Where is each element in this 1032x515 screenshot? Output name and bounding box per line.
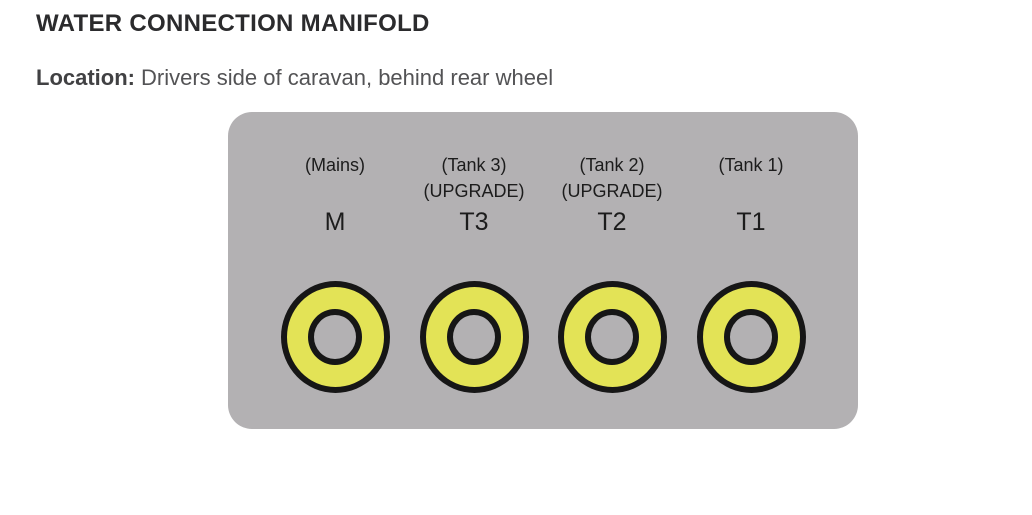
- port-upgrade-label: (UPGRADE): [423, 181, 525, 201]
- port-name-label: (Mains): [304, 155, 365, 175]
- port-tank2: [532, 281, 692, 393]
- port-tank1: [671, 281, 831, 393]
- page-title: WATER CONNECTION MANIFOLD: [36, 10, 430, 37]
- location-line: Location:Drivers side of caravan, behind…: [36, 64, 553, 92]
- manifold-panel: (Mains) M (Tank 3) (UPGRADE) T3 (Tank 2)…: [228, 112, 858, 429]
- port-hole: [585, 309, 639, 365]
- port-code-label: T2: [597, 208, 627, 236]
- port-name-label: (Tank 2): [579, 155, 645, 175]
- location-label: Location:: [36, 65, 135, 90]
- port-hole: [724, 309, 778, 365]
- port-column-mains: (Mains) M: [255, 112, 415, 393]
- port-column-tank1: (Tank 1) T1: [671, 112, 831, 393]
- port-ring: [280, 281, 390, 393]
- port-column-tank3: (Tank 3) (UPGRADE) T3: [394, 112, 554, 393]
- port-hole: [308, 309, 362, 365]
- port-ring: [557, 281, 667, 393]
- port-upgrade-label: (UPGRADE): [561, 181, 663, 201]
- port-code-label: M: [324, 208, 346, 236]
- port-upgrade-label: [255, 178, 415, 205]
- port-upgrade-label: [671, 178, 831, 205]
- port-name-label: (Tank 1): [718, 155, 784, 175]
- port-column-tank2: (Tank 2) (UPGRADE) T2: [532, 112, 692, 393]
- location-value: Drivers side of caravan, behind rear whe…: [141, 65, 554, 90]
- port-code-label: T3: [459, 208, 489, 236]
- port-tank3: [394, 281, 554, 393]
- port-code-label: T1: [736, 208, 766, 236]
- port-hole: [447, 309, 501, 365]
- port-mains: [255, 281, 415, 393]
- port-ring: [696, 281, 806, 393]
- port-name-label: (Tank 3): [441, 155, 507, 175]
- port-ring: [419, 281, 529, 393]
